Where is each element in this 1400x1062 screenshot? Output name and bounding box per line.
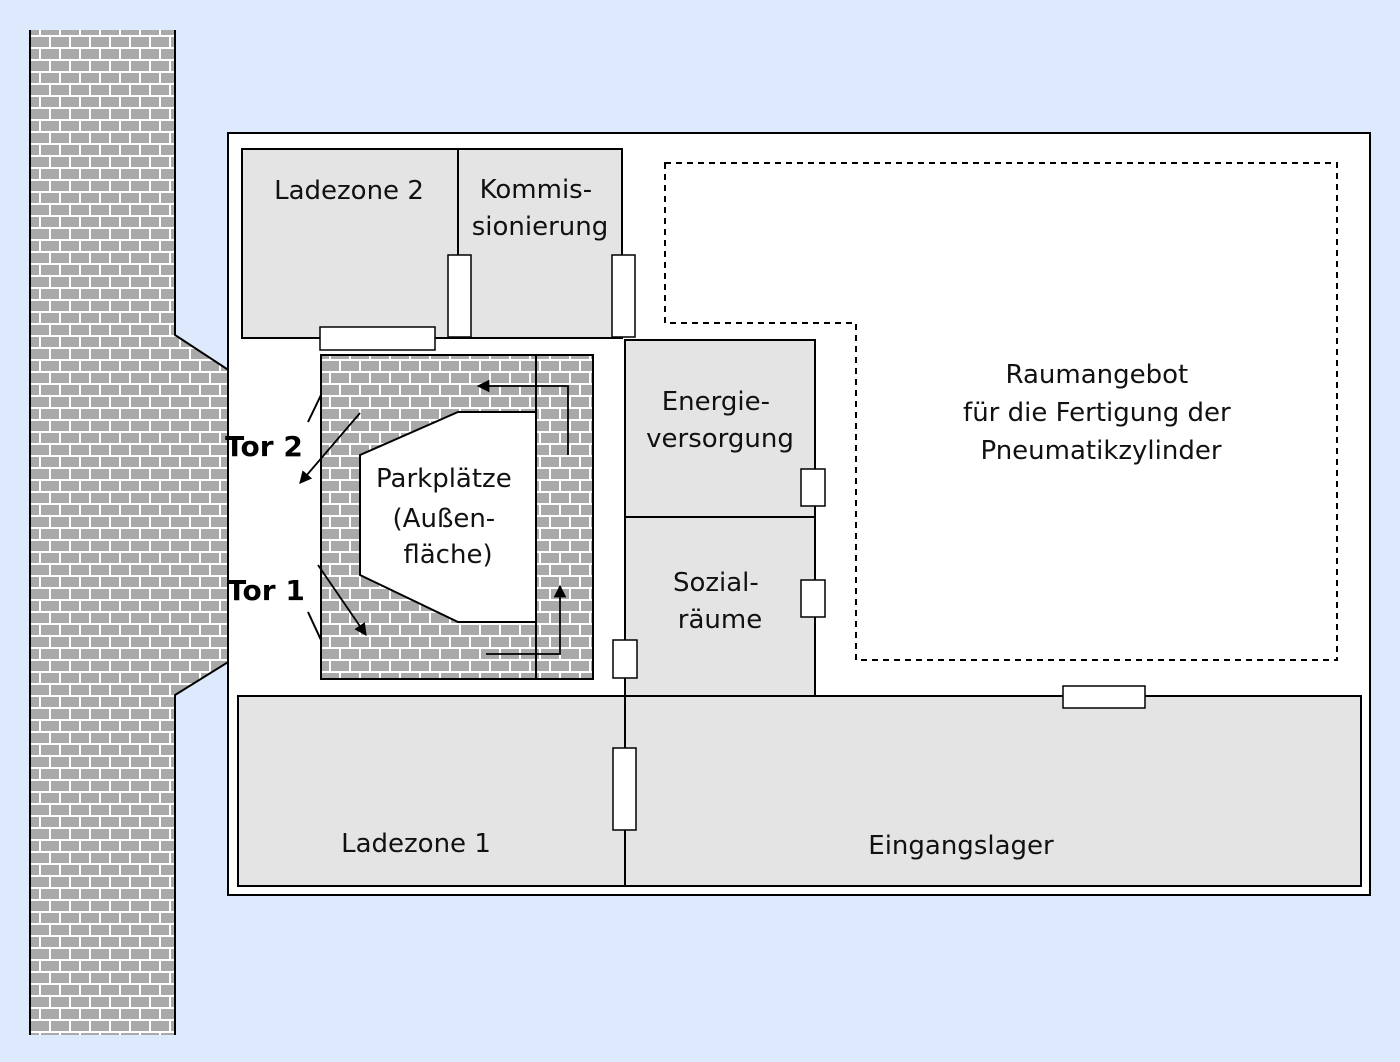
arrow-parking-entry-icon (486, 584, 567, 655)
door-kommissionierung-fertigung (611, 254, 636, 338)
door-ladezone2-parking (319, 326, 436, 351)
sozialraeume-label: Sozial- räume (673, 568, 767, 635)
kommissionierung-label: Kommis- sionierung (472, 175, 609, 242)
kommissionierung-room (457, 148, 623, 339)
kommissionierung-line1: Kommis- (480, 175, 592, 205)
raumangebot-line1: Raumangebot (1005, 360, 1188, 390)
gate1-corner (307, 611, 322, 641)
road-brick-area (30, 30, 360, 1035)
arrow-gate1-in-icon (317, 564, 367, 637)
door-sozialraeume-fertigung (800, 579, 826, 618)
raumangebot-label: Raumangebot für die Fertigung der Pneuma… (963, 360, 1239, 466)
tor1-label: Tor 1 (227, 574, 305, 607)
energieversorgung-line2: versorgung (646, 424, 794, 454)
parking-lot (359, 411, 537, 623)
ladezone2-label: Ladezone 2 (274, 176, 424, 206)
eingangslager-label: Eingangslager (868, 831, 1054, 861)
sozialraeume-room (624, 516, 816, 697)
door-energieversorgung (800, 468, 826, 507)
kommissionierung-line2: sionierung (472, 212, 609, 242)
door-eingangslager-fertigung (1062, 685, 1146, 709)
energieversorgung-room (624, 339, 816, 518)
raumangebot-line3: Pneumatikzylinder (980, 436, 1221, 466)
raumangebot-line2: für die Fertigung der (963, 398, 1231, 428)
parkplaetze-label: Parkplätze (Außen- fläche) (376, 464, 520, 570)
parkplaetze-line3: fläche) (403, 540, 492, 570)
ladezone1-room (237, 695, 626, 887)
door-sozialraeume-parking (612, 639, 638, 679)
tor2-label: Tor 2 (225, 430, 303, 463)
door-ladezone1-eingangslager (612, 747, 637, 831)
parkplaetze-line2: (Außen- (393, 504, 496, 534)
door-ladezone2-kommissionierung (447, 254, 472, 338)
gate2-corner (307, 394, 322, 423)
arrow-gate2-out-icon (299, 412, 361, 484)
eingangslager-room (624, 695, 1362, 887)
arrow-parking-exit-icon (476, 379, 569, 455)
ladezone1-label: Ladezone 1 (341, 829, 491, 859)
sozialraeume-line2: räume (678, 605, 762, 635)
sozialraeume-line1: Sozial- (673, 568, 759, 598)
energieversorgung-line1: Energie- (662, 387, 770, 417)
energieversorgung-label: Energie- versorgung (646, 387, 794, 454)
fertigung-space (664, 162, 1338, 661)
parkplaetze-line1: Parkplätze (376, 464, 512, 494)
